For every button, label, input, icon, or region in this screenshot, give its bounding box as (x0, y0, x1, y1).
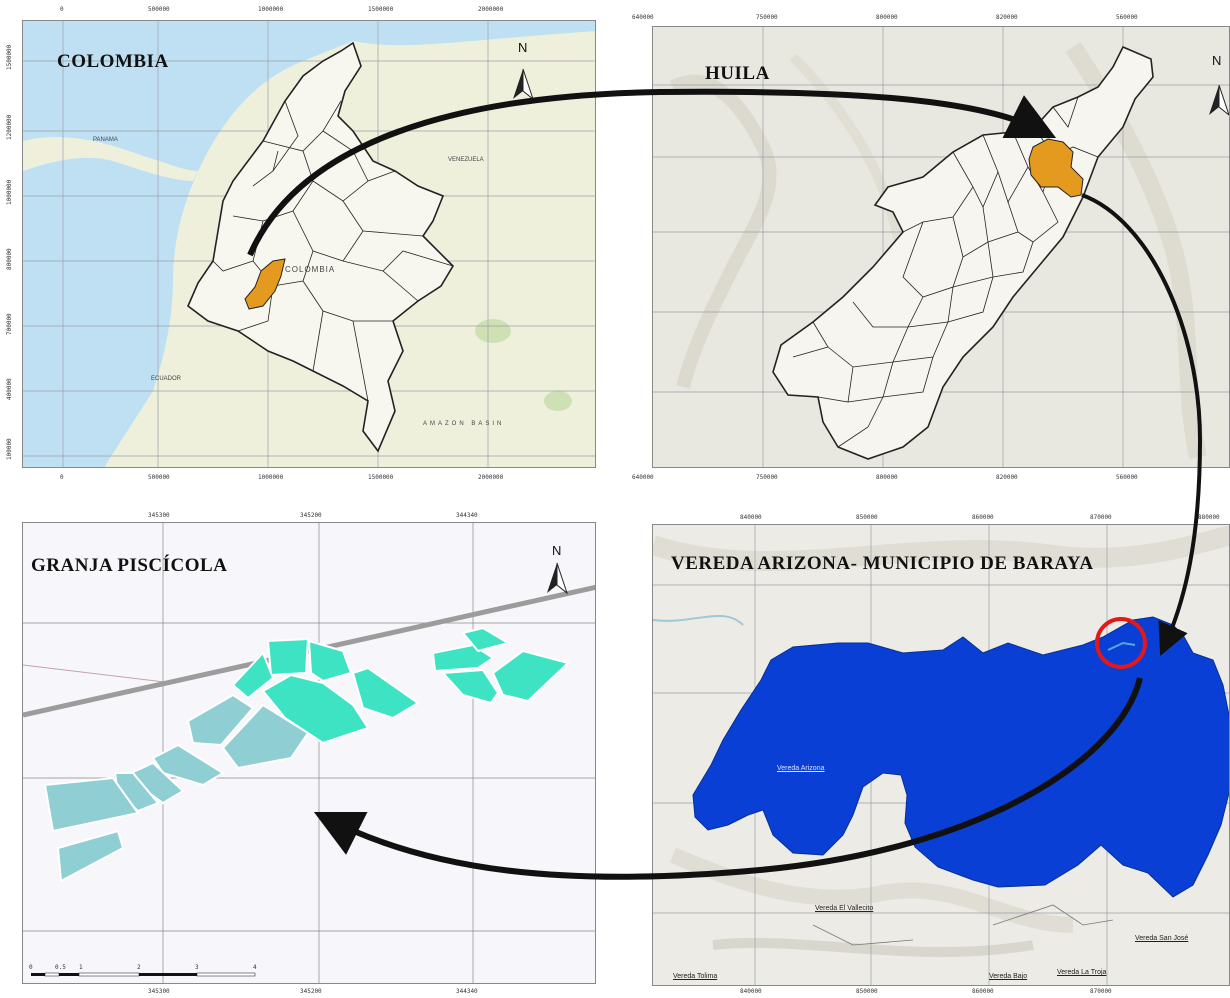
north-arrow-icon (1209, 84, 1229, 116)
granja-map-canvas (23, 523, 595, 983)
huila-map-canvas (653, 27, 1229, 467)
map-panel-vereda: VEREDA ARIZONA- MUNICIPIO DE BARAYA Vere… (652, 524, 1230, 986)
y-tick: 1200000 (6, 114, 13, 140)
x-tick: 500000 (148, 474, 170, 481)
x-tick: 860000 (972, 514, 994, 521)
x-tick: 820000 (996, 474, 1018, 481)
x-tick: 640000 (632, 14, 654, 21)
x-tick: 0 (60, 474, 64, 481)
x-tick: 560000 (1116, 14, 1138, 21)
place-label-venezuela: VENEZUELA (448, 157, 484, 163)
y-tick: 800000 (6, 248, 13, 270)
place-label-ecuador: ECUADOR (151, 376, 182, 382)
panel-title-colombia: COLOMBIA (57, 51, 169, 72)
x-tick: 750000 (756, 14, 778, 21)
x-tick: 640000 (632, 474, 654, 481)
scale-label: 4 (253, 964, 257, 971)
x-tick: 1000000 (258, 6, 284, 13)
map-panel-huila: HUILA N (652, 26, 1230, 468)
scale-label: 2 (137, 964, 141, 971)
x-tick: 870000 (1090, 988, 1112, 995)
x-tick: 2000000 (478, 474, 504, 481)
y-tick: 700000 (6, 313, 13, 335)
x-tick: 345300 (148, 512, 170, 519)
scale-label: 0 (29, 964, 33, 971)
panel-title-huila: HUILA (705, 63, 770, 84)
north-label: N (1212, 53, 1222, 68)
x-tick: 860000 (972, 988, 994, 995)
panel-title-vereda: VEREDA ARIZONA- MUNICIPIO DE BARAYA (671, 553, 1094, 574)
place-label-la-troja: Vereda La Troja (1057, 969, 1107, 976)
x-tick: 2000000 (478, 6, 504, 13)
colombia-map-canvas (23, 21, 595, 467)
x-tick: 345200 (300, 512, 322, 519)
scale-label: 3 (195, 964, 199, 971)
x-tick: 344340 (456, 988, 478, 995)
huila-highlight (244, 258, 286, 310)
place-label-tolima: Vereda Tolima (673, 973, 718, 980)
scale-label: 0.5 (55, 964, 66, 971)
panel-title-granja: GRANJA PISCÍCOLA (31, 555, 228, 576)
x-tick: 560000 (1116, 474, 1138, 481)
north-label: N (518, 40, 528, 55)
vereda-map-canvas (653, 525, 1229, 985)
north-label: N (552, 543, 562, 558)
place-label-arizona: Vereda Arizona (777, 765, 825, 772)
x-tick: 1000000 (258, 474, 284, 481)
y-tick: 1000000 (6, 179, 13, 205)
place-label-amazon: AMAZON BASIN (423, 421, 505, 427)
x-tick: 1500000 (368, 474, 394, 481)
place-label-bajo: Vereda Bajo (989, 973, 1028, 980)
x-tick: 850000 (856, 514, 878, 521)
y-tick: 400000 (6, 378, 13, 400)
scale-bar (31, 972, 256, 977)
map-panel-granja: GRANJA PISCÍCOLA N 0 0.5 1 2 3 4 (22, 522, 596, 984)
x-tick: 880000 (1198, 514, 1220, 521)
place-label-san-jose: Vereda San José (1135, 935, 1189, 942)
x-tick: 800000 (876, 474, 898, 481)
x-tick: 345300 (148, 988, 170, 995)
x-tick: 345200 (300, 988, 322, 995)
place-label-colombia: COLOMBIA (285, 265, 336, 274)
x-tick: 500000 (148, 6, 170, 13)
x-tick: 344340 (456, 512, 478, 519)
x-tick: 750000 (756, 474, 778, 481)
map-panel-colombia: COLOMBIA N PANAMA VENEZUELA COLOMBIA ECU… (22, 20, 596, 468)
y-tick: 1500000 (6, 44, 13, 70)
x-tick: 800000 (876, 14, 898, 21)
place-label-panama: PANAMA (93, 137, 118, 143)
x-tick: 1500000 (368, 6, 394, 13)
scale-label: 1 (79, 964, 83, 971)
x-tick: 0 (60, 6, 64, 13)
x-tick: 870000 (1090, 514, 1112, 521)
place-label-vallecito: Vereda El Vallecito (815, 905, 874, 912)
x-tick: 820000 (996, 14, 1018, 21)
x-tick: 850000 (856, 988, 878, 995)
x-tick: 840000 (740, 514, 762, 521)
x-tick: 840000 (740, 988, 762, 995)
y-tick: 100000 (6, 438, 13, 460)
north-arrow-icon (547, 562, 569, 595)
